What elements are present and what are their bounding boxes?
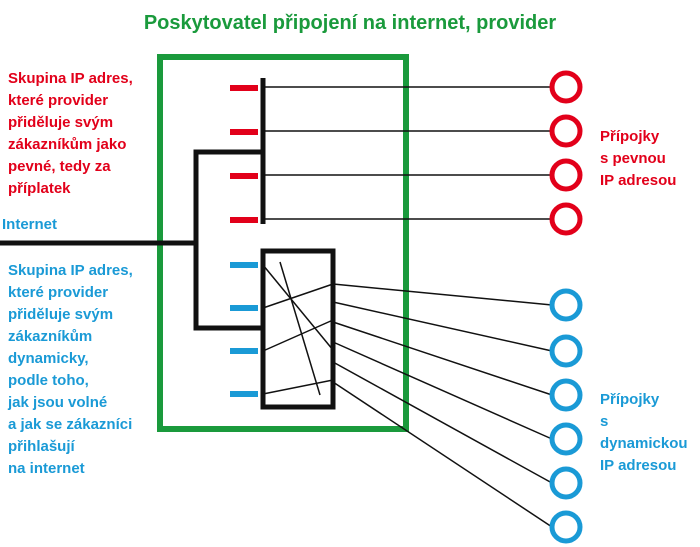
circle-icon-dynamic-2: [549, 334, 583, 368]
dynamic-connections-label: Přípojky s dynamickou IP adresou: [600, 391, 688, 474]
router-bracket: [193, 149, 263, 331]
dynamic-wire-5: [332, 361, 553, 484]
static-wires: [263, 86, 552, 220]
dynamic-customers: [549, 288, 583, 544]
circle-icon-dynamic-3: [549, 378, 583, 412]
page-title: Poskytovatel připojení na internet, prov…: [143, 12, 557, 34]
dynamic-ports: [230, 262, 258, 397]
circle-icon-static-1: [549, 70, 583, 104]
cross-wire-1: [262, 264, 334, 351]
static-connections-label: Přípojky s pevnou IP adresou: [600, 128, 677, 189]
circle-icon-dynamic-5: [549, 466, 583, 500]
circle-icon-dynamic-4: [549, 422, 583, 456]
static-group-label: Skupina IP adres, které provider přidělu…: [8, 70, 133, 197]
cross-wire-4: [262, 379, 334, 395]
dynamic-wire-4: [332, 341, 553, 440]
dynamic-pool-box: [260, 248, 336, 410]
dynamic-wire-6: [332, 381, 553, 528]
static-customers: [549, 70, 583, 236]
cross-wire-5: [279, 261, 321, 396]
cross-wires: [262, 261, 334, 396]
dynamic-group-label: Skupina IP adres, které provider přidělu…: [8, 262, 133, 477]
static-ports: [230, 85, 258, 223]
dynamic-wire-2: [332, 301, 553, 352]
cross-wire-3: [262, 319, 334, 352]
circle-icon-static-2: [549, 114, 583, 148]
dynamic-wire-3: [332, 321, 553, 396]
dynamic-wire-1: [332, 283, 553, 306]
circle-icon-dynamic-1: [549, 288, 583, 322]
cross-wire-2: [262, 283, 334, 309]
internet-label: Internet: [2, 216, 58, 233]
circle-icon-dynamic-6: [549, 510, 583, 544]
dynamic-wires: [332, 283, 553, 528]
circle-icon-static-4: [549, 202, 583, 236]
circle-icon-static-3: [549, 158, 583, 192]
